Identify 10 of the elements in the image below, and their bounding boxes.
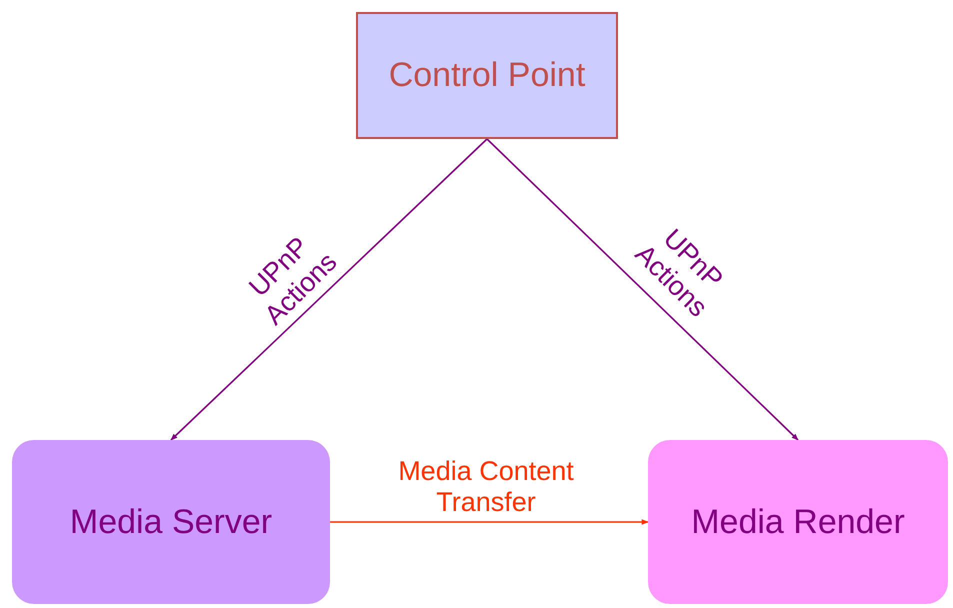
edge-label: Media Content Transfer xyxy=(397,456,575,518)
node-label: Control Point xyxy=(388,56,586,95)
process-box xyxy=(648,440,948,604)
node-label: Media Server xyxy=(70,502,272,542)
process-box xyxy=(356,12,618,139)
arrow xyxy=(170,138,488,441)
node-label: Media Render xyxy=(691,502,905,542)
arrow xyxy=(330,519,649,525)
process-box xyxy=(12,440,330,604)
arrow xyxy=(486,138,799,441)
